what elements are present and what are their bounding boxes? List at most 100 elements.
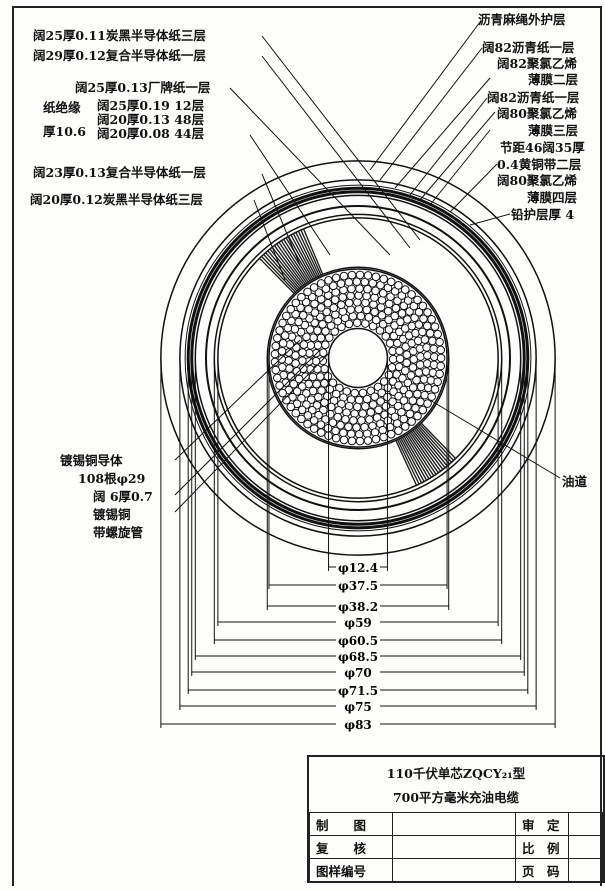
label-insulation-thickness: 厚10.6 — [43, 124, 86, 139]
leader-line — [261, 35, 421, 241]
dimension-label: φ38.2 — [338, 600, 378, 614]
conductor-wire — [414, 368, 424, 377]
insulation-hatch — [302, 228, 324, 275]
dimension-label-bg — [336, 560, 380, 573]
conductor-wire — [403, 315, 412, 324]
conductor-wire — [400, 422, 410, 431]
conductor-wire — [292, 387, 302, 396]
conductor-wire — [313, 341, 323, 350]
conductor-wire — [404, 390, 414, 399]
conductor-wire — [362, 305, 372, 315]
conductor-wire — [363, 436, 373, 445]
conductor-wire — [370, 392, 380, 401]
conductor-wire — [309, 333, 318, 342]
label-brand-paper: 阔25厚0.13厂牌纸一层 — [75, 80, 211, 95]
conductor-wire — [294, 317, 303, 327]
conductor-wire — [280, 331, 290, 340]
conductor-wire — [291, 359, 300, 368]
conductor-wire — [433, 329, 442, 339]
conductor-wire — [436, 345, 446, 355]
drawing-frame — [12, 6, 602, 886]
insulation-hatch — [276, 243, 306, 285]
layer-circle — [190, 190, 526, 526]
conductor-wire — [413, 389, 422, 399]
conductor-wire — [413, 411, 422, 421]
dimension-label-bg — [336, 615, 380, 628]
conductor-wire — [381, 331, 391, 341]
conductor-wire — [320, 398, 329, 407]
drawn-label: 制 图 — [309, 812, 393, 836]
leader-line — [469, 213, 511, 226]
conductor-wire — [324, 333, 334, 342]
conductor-wire — [349, 416, 358, 425]
conductor-wire — [338, 292, 348, 302]
conductor-wire — [282, 311, 291, 321]
conductor-wire — [316, 428, 326, 437]
conductor-wire — [419, 314, 428, 324]
label-insulation-layer-1: 阔25厚0.19 12层 — [97, 98, 205, 113]
conductor-wire — [383, 306, 393, 316]
conductor-wire — [287, 332, 297, 341]
label-carbon-paper-inner: 阔20厚0.12炭黑半导体纸三层 — [30, 192, 203, 207]
conductor-wire — [299, 340, 309, 349]
dimension-label: φ60.5 — [338, 634, 378, 648]
conductor-wire — [363, 284, 372, 294]
conductor-wire — [413, 295, 422, 305]
conductor-wire — [324, 275, 333, 285]
conductor-wire — [331, 433, 341, 443]
conductor-wire — [302, 332, 311, 342]
conductor-wire — [284, 356, 293, 365]
conductor-wire — [339, 271, 349, 281]
conductor-wire — [277, 346, 287, 356]
insulation-hatch — [300, 229, 322, 276]
conductor-wire — [379, 432, 388, 442]
conductor-wire — [286, 304, 296, 314]
conductor-wire — [386, 429, 396, 439]
conductor-wire — [331, 273, 341, 283]
conductor-wire — [420, 335, 430, 344]
conductor-wire — [329, 303, 339, 313]
conductor-wire — [309, 424, 319, 433]
conductor-wire — [271, 341, 281, 351]
conductor-wire — [363, 271, 373, 280]
label-spiral-dim: 阔 6厚0.7 — [93, 489, 153, 504]
conductor-wire — [291, 298, 301, 308]
drawing-subtitle: 700平方毫米充油电缆 — [392, 790, 520, 805]
conductor-wire — [370, 307, 379, 317]
insulation-hatch — [395, 440, 418, 486]
label-paper-insulation: 纸绝缘 — [43, 100, 81, 115]
conductor-wire — [371, 315, 381, 325]
conductor-wire — [386, 277, 396, 287]
conductor-wire — [334, 406, 344, 415]
label-brass-tape: 0.4黄铜带二层 — [497, 157, 582, 172]
conductor-wire — [272, 373, 282, 383]
conductor-wire — [423, 383, 433, 393]
approved-field — [568, 812, 603, 836]
insulation-hatch — [410, 430, 442, 472]
conductor-wire — [408, 363, 418, 372]
page-label: 页 码 — [515, 858, 569, 882]
layer-circle — [194, 194, 522, 522]
insulation-hatch — [413, 428, 446, 469]
conductor-wire — [390, 311, 400, 321]
conductor-wire — [387, 363, 397, 372]
conductor-wire — [321, 415, 330, 424]
insulation-hatch — [396, 439, 420, 485]
conductor-wire — [423, 351, 432, 360]
insulation-hatch — [267, 250, 301, 290]
dimension-label: φ59 — [344, 616, 372, 630]
conductor-wire — [312, 379, 321, 389]
insulation-hatch — [401, 436, 428, 481]
conductor-wire — [400, 285, 410, 294]
approved-label: 审 定 — [515, 812, 569, 836]
insulation-hatch — [412, 429, 444, 470]
leader-line — [394, 77, 491, 189]
leader-line — [174, 339, 301, 461]
conductor-wire — [354, 304, 364, 314]
layer-circle — [217, 217, 499, 499]
conductor-wire — [309, 416, 319, 425]
conductor-wire — [352, 318, 362, 328]
conductor-wire — [407, 290, 416, 299]
leader-line — [261, 55, 411, 249]
conductor-wire — [377, 295, 387, 305]
